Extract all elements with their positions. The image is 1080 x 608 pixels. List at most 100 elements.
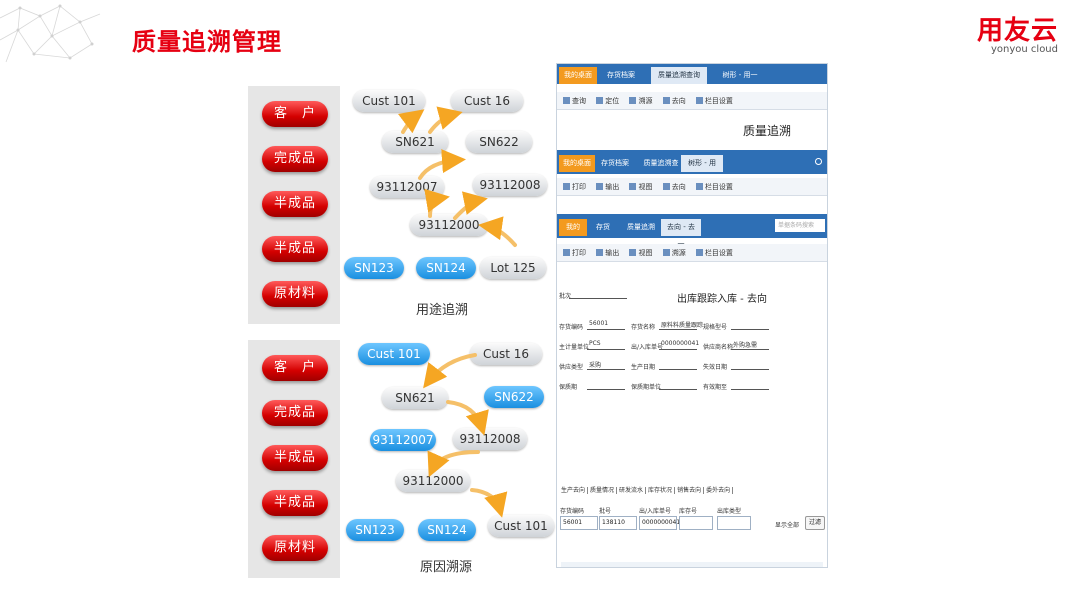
tb-view[interactable]: 视图 bbox=[629, 183, 652, 191]
form-field-value[interactable]: PCS bbox=[589, 340, 601, 347]
page-title: 质量追溯管理 bbox=[132, 28, 282, 56]
tab-trace-query[interactable]: 质量追溯查询 bbox=[643, 159, 679, 184]
window1-toolbar: 查询 定位 溯源 去向 栏目设置 bbox=[557, 92, 827, 110]
tb-columns[interactable]: 栏目设置 bbox=[695, 183, 733, 191]
tab-inventory[interactable]: 存货档案 bbox=[607, 71, 635, 79]
tab-inventory[interactable]: 存货档案 bbox=[601, 159, 629, 167]
tb-trace-label: 溯源 bbox=[671, 249, 686, 257]
tab-whereabouts[interactable]: 去向 - 去一 bbox=[661, 219, 701, 248]
node-sn621[interactable]: SN621 bbox=[382, 387, 448, 409]
node-sn124[interactable]: SN124 bbox=[416, 257, 476, 279]
filter-input-1[interactable]: 138110 bbox=[599, 516, 637, 530]
form-field-underline bbox=[659, 389, 697, 390]
subtab-0[interactable]: 生产去向 bbox=[559, 487, 589, 494]
filter-button[interactable]: 过滤 bbox=[805, 516, 825, 530]
filter-input-0[interactable]: 56001 bbox=[560, 516, 598, 530]
form-field-value[interactable]: 采购 bbox=[589, 362, 602, 369]
node-lot125[interactable]: Lot 125 bbox=[480, 257, 546, 279]
form-field-underline bbox=[587, 329, 625, 330]
subtab-1[interactable]: 质量情况 bbox=[588, 487, 618, 494]
form-field-underline bbox=[659, 329, 697, 330]
tb-export[interactable]: 输出 bbox=[596, 249, 619, 257]
form-field-value[interactable]: 外购急需 bbox=[733, 342, 758, 349]
tab-tree[interactable]: 树形 - 用一 bbox=[722, 71, 758, 79]
brand-name: 用友云 bbox=[976, 16, 1058, 46]
tb-query-label: 查询 bbox=[572, 97, 586, 105]
tb-print[interactable]: 打印 bbox=[563, 249, 586, 257]
level-semi-1[interactable]: 半成品 bbox=[262, 445, 328, 471]
subtab-3[interactable]: 库存状况 bbox=[646, 487, 676, 494]
form-field-label: 供应商名称 bbox=[703, 344, 734, 351]
form-field-value[interactable]: 0000000041 bbox=[661, 340, 700, 347]
tb-view[interactable]: 视图 bbox=[629, 249, 652, 257]
tab-inventory[interactable]: 存货档案 bbox=[596, 223, 610, 248]
tb-locate[interactable]: 定位 bbox=[596, 97, 619, 105]
tb-trace[interactable]: 溯源 bbox=[662, 249, 686, 257]
filter-input-2[interactable]: 0000000041 bbox=[639, 516, 680, 530]
window3-toolbar: 打印 输出 视图 溯源 栏目设置 bbox=[557, 244, 827, 262]
form-field-underline bbox=[659, 349, 697, 350]
level-raw[interactable]: 原材料 bbox=[262, 535, 328, 561]
node-93112008[interactable]: 93112008 bbox=[453, 428, 527, 450]
level-semi-2[interactable]: 半成品 bbox=[262, 490, 328, 516]
form-field-label: 有效期至 bbox=[703, 384, 728, 391]
tab-desktop[interactable]: 我的桌面 bbox=[559, 219, 587, 248]
level-finished[interactable]: 完成品 bbox=[262, 400, 328, 426]
level-semi-1[interactable]: 半成品 bbox=[262, 191, 328, 217]
node-cust16[interactable]: Cust 16 bbox=[451, 90, 523, 112]
level-raw[interactable]: 原材料 bbox=[262, 281, 328, 307]
filter-label-1: 批号 bbox=[599, 508, 612, 515]
brand-sub: yonyou cloud bbox=[990, 44, 1058, 55]
level-customer[interactable]: 客 户 bbox=[262, 355, 328, 381]
tab-trace-query[interactable]: 质量追溯查询 bbox=[651, 67, 707, 84]
node-cust101b[interactable]: Cust 101 bbox=[488, 515, 554, 537]
tab-desktop[interactable]: 我的桌面 bbox=[559, 67, 597, 84]
node-93112000[interactable]: 93112000 bbox=[396, 470, 470, 492]
search-icon[interactable] bbox=[815, 158, 822, 165]
filter-input-4[interactable] bbox=[717, 516, 751, 530]
node-sn124[interactable]: SN124 bbox=[418, 519, 476, 541]
filter-input-3[interactable] bbox=[679, 516, 713, 530]
tb-query[interactable]: 查询 bbox=[563, 97, 586, 105]
tb-export[interactable]: 输出 bbox=[596, 183, 619, 191]
filter-label-0: 存货编码 bbox=[560, 508, 585, 515]
node-sn621[interactable]: SN621 bbox=[382, 131, 448, 153]
form-field-value[interactable]: 原料料质量跟踪 bbox=[661, 322, 704, 329]
tb-print-label: 打印 bbox=[572, 249, 586, 257]
node-sn622[interactable]: SN622 bbox=[466, 131, 532, 153]
node-cust101[interactable]: Cust 101 bbox=[358, 343, 430, 365]
node-93112008[interactable]: 93112008 bbox=[473, 174, 547, 196]
node-93112007[interactable]: 93112007 bbox=[370, 176, 444, 198]
subtab-5[interactable]: 委外去向 bbox=[704, 487, 734, 494]
node-sn123[interactable]: SN123 bbox=[346, 519, 404, 541]
node-93112000[interactable]: 93112000 bbox=[410, 214, 488, 236]
tb-trace[interactable]: 溯源 bbox=[629, 97, 652, 105]
node-cust101[interactable]: Cust 101 bbox=[353, 90, 425, 112]
tb-columns-label: 栏目设置 bbox=[704, 97, 733, 105]
node-cust16[interactable]: Cust 16 bbox=[470, 343, 542, 365]
form-field-value[interactable]: 56001 bbox=[589, 320, 609, 327]
trace-backward-caption: 原因溯源 bbox=[420, 560, 473, 575]
tab-desktop[interactable]: 我的桌面 bbox=[559, 155, 595, 172]
level-finished[interactable]: 完成品 bbox=[262, 146, 328, 172]
node-sn622[interactable]: SN622 bbox=[484, 386, 544, 408]
tb-columns[interactable]: 栏目设置 bbox=[695, 249, 733, 257]
tb-print[interactable]: 打印 bbox=[563, 183, 586, 191]
level-semi-2[interactable]: 半成品 bbox=[262, 236, 328, 262]
node-93112007[interactable]: 93112007 bbox=[370, 429, 436, 451]
trace-icon bbox=[629, 97, 637, 104]
tb-whereabouts[interactable]: 去向 bbox=[662, 183, 686, 191]
tb-whereabouts[interactable]: 去向 bbox=[662, 97, 686, 105]
form-field-underline bbox=[659, 369, 697, 370]
form-field-label: 存货名称 bbox=[631, 324, 656, 331]
tab-tree[interactable]: 树形 - 用一 bbox=[681, 155, 723, 184]
level-customer[interactable]: 客 户 bbox=[262, 101, 328, 127]
search-input[interactable]: 单据条码搜索 bbox=[775, 219, 825, 232]
tb-columns[interactable]: 栏目设置 bbox=[695, 97, 733, 105]
tab-trace-query[interactable]: 质量追溯查询 bbox=[627, 223, 655, 248]
subtab-2[interactable]: 研发流水 bbox=[617, 487, 647, 494]
subtab-4[interactable]: 销售去向 bbox=[675, 487, 705, 494]
node-sn123[interactable]: SN123 bbox=[344, 257, 404, 279]
show-all-checkbox[interactable]: 显示全部 bbox=[775, 522, 800, 529]
filter-label-4: 出库类型 bbox=[717, 508, 742, 515]
